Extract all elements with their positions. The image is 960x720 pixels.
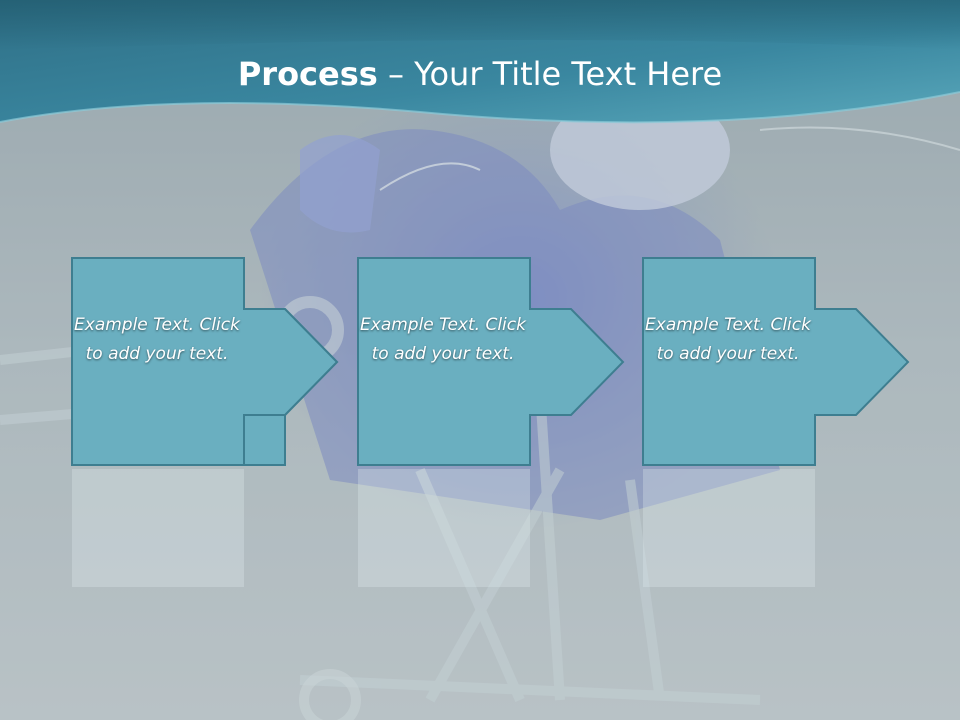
title-rest: – Your Title Text Here bbox=[377, 55, 723, 93]
slide-title[interactable]: Process – Your Title Text Here bbox=[0, 52, 960, 96]
step-1-reflection bbox=[71, 469, 335, 589]
title-bold: Process bbox=[237, 55, 378, 93]
process-step-1[interactable]: Example Text. Click to add your text. bbox=[71, 257, 339, 467]
step-1-text: Example Text. Click to add your text. bbox=[74, 315, 240, 364]
arrow-box-shape bbox=[357, 257, 625, 466]
process-step-3[interactable]: Example Text. Click to add your text. bbox=[642, 257, 910, 467]
step-3-text: Example Text. Click to add your text. bbox=[645, 315, 811, 364]
arrow-box-shape bbox=[642, 257, 910, 466]
arrow-box-shape bbox=[71, 257, 339, 466]
header-band bbox=[0, 0, 960, 124]
step-2-reflection bbox=[357, 469, 621, 589]
step-2-text: Example Text. Click to add your text. bbox=[360, 315, 526, 364]
step-3-reflection bbox=[642, 469, 906, 589]
process-step-2[interactable]: Example Text. Click to add your text. bbox=[357, 257, 625, 467]
